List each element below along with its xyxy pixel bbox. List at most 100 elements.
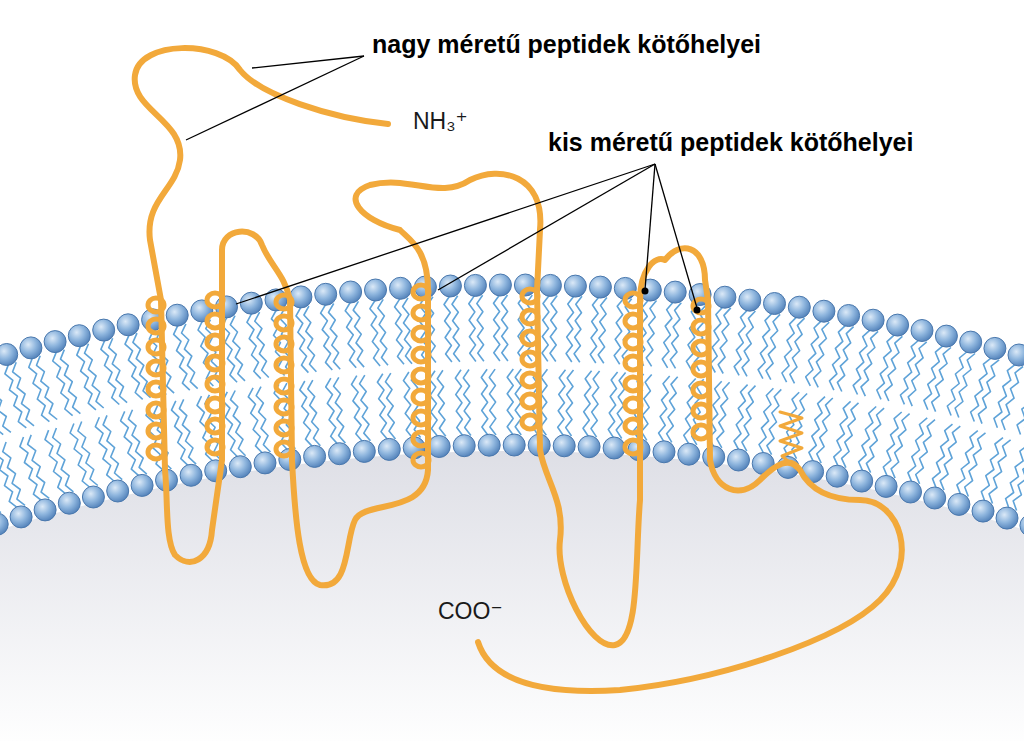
leader-line [655,164,697,308]
lipid-tail [614,298,624,364]
lipid-tail [834,401,851,466]
lipid-head [229,456,251,478]
lipid-head [107,480,129,502]
helix-coil [522,373,538,387]
lipid-tail [759,388,773,453]
lipid-tail [978,360,999,424]
lipid-head [131,474,153,496]
lipid-tail [172,401,189,466]
helix-coil [413,411,429,425]
lipid-tail [940,426,960,490]
leader-line [252,56,364,68]
lipid-tails [0,295,1024,523]
lipid-tail [437,370,446,436]
lipid-tail [809,397,825,462]
lipid-tail [574,296,582,362]
lipid-head [0,513,8,535]
lipid-tail [1017,371,1024,434]
helix-coil [413,369,429,383]
lipid-tail [814,322,830,387]
lipid-head [900,481,922,503]
helix-coil [148,298,164,312]
lipid-tail [932,348,951,412]
lipid-tail [542,295,549,361]
lipid-tail [566,296,574,362]
lipid-head [117,314,139,336]
lipid-head [166,304,188,326]
lipid-head [972,500,994,522]
lipid-tail [806,321,822,386]
lipid-head [254,452,276,474]
lipid-head [44,331,66,353]
lipid-head [664,281,686,303]
helix-coil [207,356,223,370]
helix-coil [693,362,709,376]
lipid-head [315,283,337,305]
lipid-tail [329,304,341,370]
leader-line [236,164,655,304]
lipid-head [93,319,115,341]
lipid-tail [717,382,730,448]
lipid-tail [494,295,500,361]
helix-coil [207,293,223,307]
lipid-head [503,434,525,456]
helix-coil [625,440,641,454]
lipid-tail [1013,447,1024,510]
binding-dot [694,307,701,314]
lipid-tail [248,388,262,453]
helix-coil [207,398,223,412]
lipid-head [1008,344,1024,366]
lipid-head [924,487,946,509]
lipid-head [984,337,1006,359]
lipid-tail [481,369,488,435]
helix-coil [625,398,641,412]
lipid-tail [853,330,870,395]
helix-coil [276,379,292,393]
lipid-head [564,275,586,297]
lipid-tail [444,296,452,362]
helix-coil [148,361,164,375]
helix-coil [413,285,429,299]
lipid-head [365,279,387,301]
lipid-head [728,449,750,471]
lipid-tail [734,385,748,450]
lipid-head [390,277,412,299]
helix-coil [276,358,292,372]
lipid-tail [378,299,388,365]
lipid-tail [550,296,557,362]
lipid-tail [590,297,599,363]
lipid-head [887,314,909,336]
lipid-tail [767,389,781,454]
leader-line [438,164,655,290]
lipid-head [875,475,897,497]
helix-coil [693,341,709,355]
binding-site-label: kis méretű peptidek kötőhelyei [548,128,913,157]
lipid-head [911,320,933,342]
cytoplasm-fill [0,451,1024,741]
lipid-tail [247,313,261,378]
helix-coil [625,419,641,433]
lipid-tail [255,312,269,377]
lipid-tail [766,314,780,379]
helix-coil [625,356,641,370]
lipid-head [714,286,736,308]
lipid-head [851,470,873,492]
lipid-tail [837,327,853,392]
lipid-head [240,292,262,314]
lipid-tail [128,410,146,475]
lipid-head [453,435,475,457]
lipid-tail [395,298,404,364]
lipid-tail [360,375,371,441]
helix-coil [413,327,429,341]
lipid-tail [758,313,772,378]
lipid-tail [13,362,34,426]
lipid-tail [455,370,463,436]
lipid-tail [646,301,656,367]
lipid-head [739,289,761,311]
lipid-tail [256,387,270,452]
lipid-tail [583,371,592,437]
lipid-head [304,445,326,467]
lipid-head [589,276,611,298]
lipid-tail [598,297,607,363]
lipid-tail [670,303,681,369]
